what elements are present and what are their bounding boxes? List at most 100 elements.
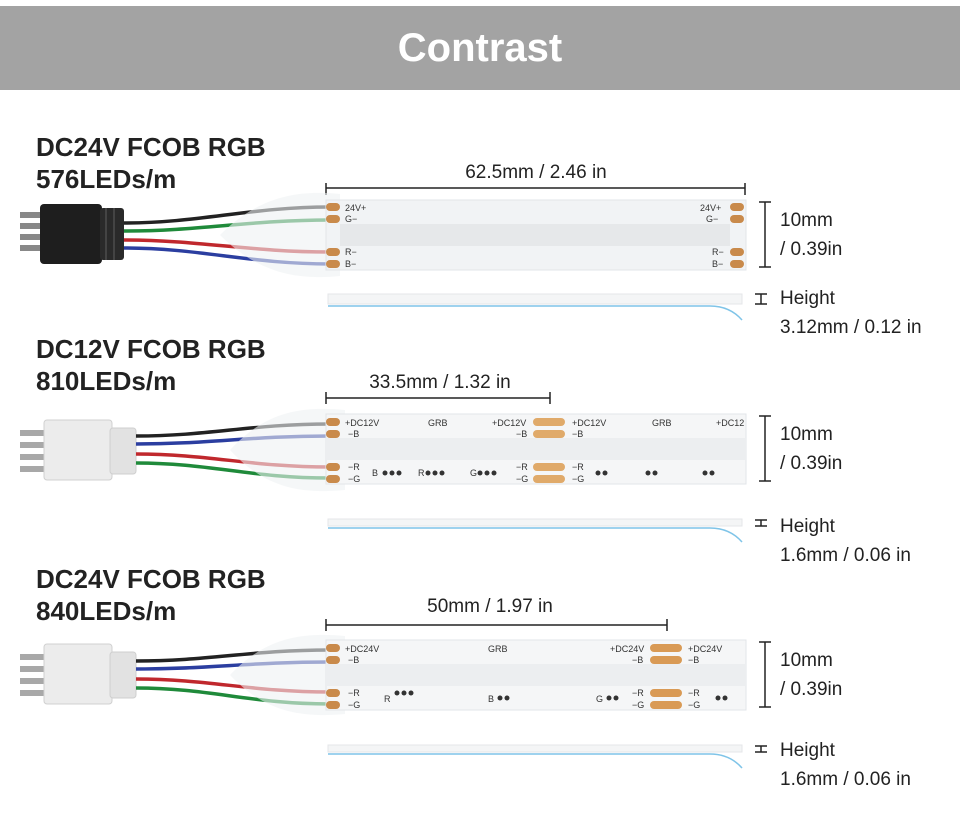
svg-text:−R: −R <box>516 462 528 472</box>
length-label: 33.5mm / 1.32 in <box>369 372 511 393</box>
svg-text:+DC24V: +DC24V <box>688 644 722 654</box>
length-label: 50mm / 1.97 in <box>427 596 553 617</box>
section-dc24v-840: DC24V FCOB RGB 840LEDs/m <box>0 562 960 792</box>
white-4pin-connector-icon <box>20 643 137 705</box>
svg-text:24V+: 24V+ <box>345 203 366 213</box>
svg-text:G: G <box>596 694 603 704</box>
height-label-line1: Height <box>780 740 835 761</box>
svg-text:24V+: 24V+ <box>700 203 721 213</box>
width-label-line2: / 0.39in <box>780 453 843 474</box>
white-4pin-connector-icon <box>20 419 137 481</box>
led-phosphor-line <box>340 224 730 246</box>
section-title: DC12V FCOB RGB <box>36 334 266 364</box>
svg-text:G−: G− <box>706 214 718 224</box>
pad-labels: +DC24V −B −R −G GRB +DC24V −B +DC24V −B … <box>345 644 722 710</box>
section-dc12v-810: DC12V FCOB RGB 810LEDs/m <box>0 332 960 566</box>
svg-text:−B: −B <box>572 429 583 439</box>
svg-text:B−: B− <box>345 259 356 269</box>
svg-text:B−: B− <box>712 259 723 269</box>
svg-text:GRB: GRB <box>428 418 448 428</box>
svg-text:−B: −B <box>348 429 359 439</box>
height-label-line2: 1.6mm / 0.06 in <box>780 769 911 790</box>
solder-pads <box>326 418 565 483</box>
length-label: 62.5mm / 2.46 in <box>465 162 607 183</box>
section-title: DC24V FCOB RGB <box>36 132 266 162</box>
page-title: Contrast <box>397 26 563 70</box>
svg-text:−B: −B <box>632 655 643 665</box>
strip-diagram: 24V+ G− R− B− 24V+ G− R− B− <box>20 183 771 321</box>
strip-side-profile <box>327 293 743 321</box>
svg-text:+DC12V: +DC12V <box>492 418 526 428</box>
width-dimension <box>759 415 771 482</box>
svg-text:G−: G− <box>345 214 357 224</box>
svg-text:+DC12V: +DC12V <box>345 418 379 428</box>
svg-text:−R: −R <box>688 688 700 698</box>
length-dimension <box>325 619 668 631</box>
header: Contrast <box>0 0 960 90</box>
svg-text:GRB: GRB <box>488 644 508 654</box>
height-dimension <box>755 293 767 305</box>
width-label-line2: / 0.39in <box>780 239 843 260</box>
svg-text:R: R <box>418 468 425 478</box>
svg-text:−G: −G <box>688 700 700 710</box>
svg-text:−G: −G <box>348 700 360 710</box>
svg-text:−R: −R <box>348 688 360 698</box>
svg-text:R−: R− <box>345 247 357 257</box>
svg-text:+DC24V: +DC24V <box>610 644 644 654</box>
heat-shrink-sleeve <box>220 192 340 278</box>
svg-text:−R: −R <box>572 462 584 472</box>
svg-text:−R: −R <box>348 462 360 472</box>
section-subtitle: 576LEDs/m <box>36 164 177 194</box>
strip-side-profile <box>327 744 743 769</box>
strip-diagram: +DC12V −B −R −G GRB +DC12V −B +DC12V −B … <box>20 392 771 543</box>
width-label-line1: 10mm <box>780 210 833 231</box>
svg-text:+DC12V: +DC12V <box>572 418 606 428</box>
led-phosphor-line <box>326 664 746 686</box>
height-label-line1: Height <box>780 516 835 537</box>
solder-pads <box>326 644 682 709</box>
height-label-line2: 1.6mm / 0.06 in <box>780 545 911 566</box>
width-dimension <box>759 201 771 268</box>
svg-text:−B: −B <box>348 655 359 665</box>
svg-text:B: B <box>372 468 378 478</box>
led-chips <box>394 690 728 701</box>
svg-text:R−: R− <box>712 247 724 257</box>
heat-shrink-sleeve <box>230 408 345 492</box>
length-dimension <box>325 392 551 404</box>
height-dimension <box>755 745 767 753</box>
width-label-line1: 10mm <box>780 424 833 445</box>
height-label-line2: 3.12mm / 0.12 in <box>780 317 922 338</box>
svg-text:+DC24V: +DC24V <box>345 644 379 654</box>
svg-text:+DC12: +DC12 <box>716 418 744 428</box>
black-4pin-connector-icon <box>20 204 124 264</box>
svg-text:−G: −G <box>572 474 584 484</box>
length-dimension <box>325 183 746 195</box>
svg-text:−R: −R <box>632 688 644 698</box>
width-label-line1: 10mm <box>780 650 833 671</box>
pad-labels: 24V+ G− R− B− 24V+ G− R− B− <box>345 203 724 269</box>
svg-text:G: G <box>470 468 477 478</box>
strip-side-profile <box>327 518 743 543</box>
header-band <box>0 6 960 90</box>
led-phosphor-line <box>326 438 746 460</box>
section-dc24v-576: DC24V FCOB RGB 576LEDs/m <box>0 120 960 350</box>
heat-shrink-sleeve <box>230 634 345 716</box>
section-title: DC24V FCOB RGB <box>36 564 266 594</box>
strip-diagram: +DC24V −B −R −G GRB +DC24V −B +DC24V −B … <box>20 619 771 769</box>
section-subtitle: 840LEDs/m <box>36 596 177 626</box>
width-label-line2: / 0.39in <box>780 679 843 700</box>
svg-text:−G: −G <box>632 700 644 710</box>
svg-text:B: B <box>488 694 494 704</box>
pad-labels: +DC12V −B −R −G GRB +DC12V −B +DC12V −B … <box>345 418 744 484</box>
svg-text:−B: −B <box>688 655 699 665</box>
svg-text:−G: −G <box>348 474 360 484</box>
height-label-line1: Height <box>780 288 835 309</box>
section-subtitle: 810LEDs/m <box>36 366 177 396</box>
svg-text:GRB: GRB <box>652 418 672 428</box>
svg-text:−G: −G <box>516 474 528 484</box>
height-dimension <box>755 519 767 527</box>
svg-text:−B: −B <box>516 429 527 439</box>
led-chips <box>382 470 715 476</box>
solder-pads <box>326 203 744 268</box>
width-dimension <box>759 641 771 708</box>
